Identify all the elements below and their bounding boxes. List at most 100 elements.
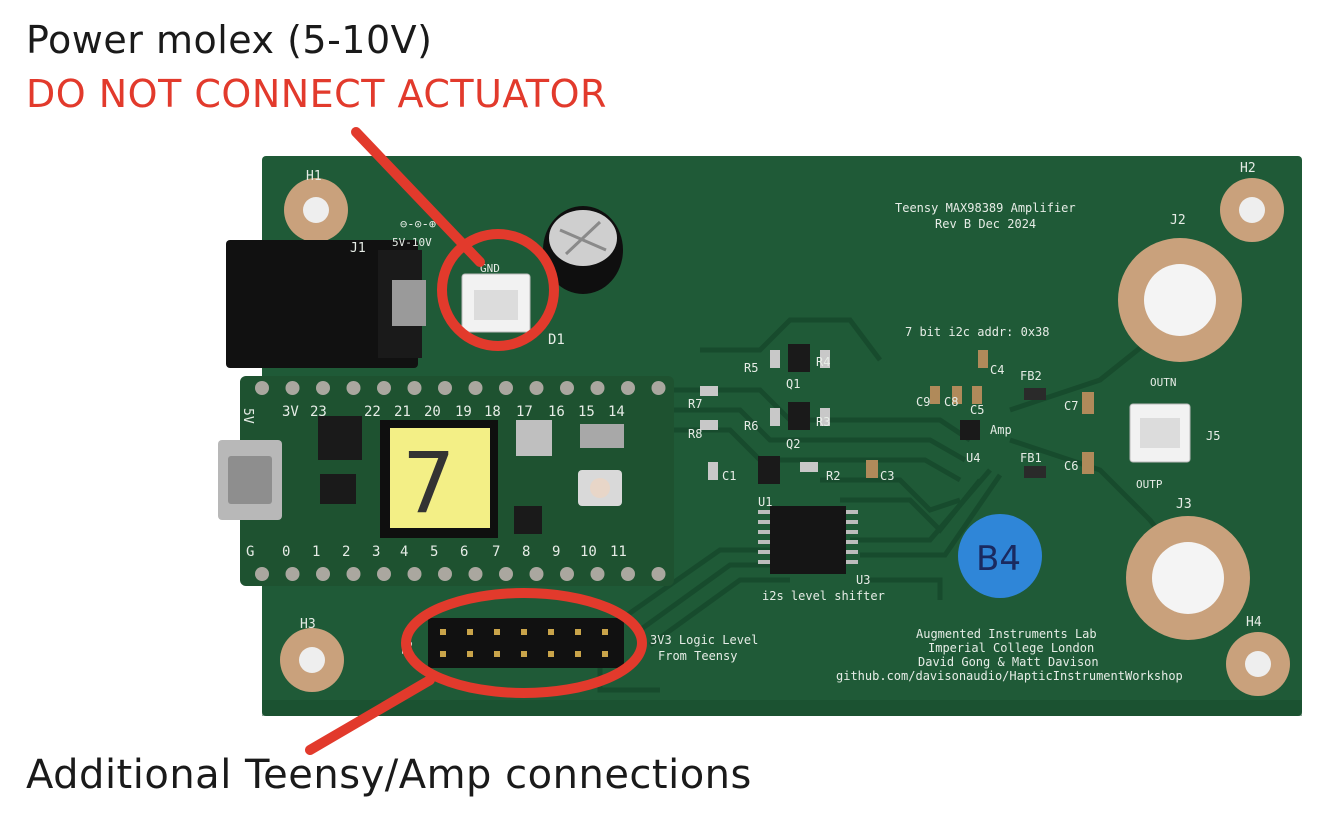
- svg-text:3V: 3V: [282, 404, 299, 420]
- header-pin: [548, 629, 554, 635]
- mounting-holes: H1 H2 H3 H4: [280, 161, 1290, 696]
- teensy-pin: [316, 381, 330, 395]
- svg-text:11: 11: [610, 544, 627, 560]
- svg-text:U1: U1: [758, 495, 772, 509]
- svg-text:14: 14: [608, 404, 625, 420]
- svg-text:7: 7: [492, 544, 500, 560]
- svg-text:1: 1: [312, 544, 320, 560]
- blue-sticker: B4: [958, 514, 1042, 598]
- svg-text:FB1: FB1: [1020, 451, 1042, 465]
- hole-h1: H1: [284, 169, 348, 242]
- svg-text:2: 2: [342, 544, 350, 560]
- svg-text:15: 15: [578, 404, 595, 420]
- teensy-pin: [651, 567, 666, 581]
- svg-text:J1: J1: [350, 241, 366, 256]
- header-pin: [548, 651, 554, 657]
- teensy-pin: [621, 567, 635, 581]
- teensy-pin: [560, 381, 574, 395]
- svg-text:J5: J5: [1206, 429, 1220, 443]
- svg-text:J2: J2: [1170, 213, 1186, 228]
- connections-caption: Additional Teensy/Amp connections: [26, 752, 752, 798]
- svg-text:C3: C3: [880, 469, 894, 483]
- svg-text:4: 4: [400, 544, 408, 560]
- svg-text:H3: H3: [300, 617, 316, 632]
- teensy-pin: [255, 381, 269, 395]
- svg-text:22: 22: [364, 404, 381, 420]
- svg-text:U3: U3: [856, 573, 870, 587]
- teensy-pin: [285, 567, 300, 581]
- svg-text:5: 5: [430, 544, 438, 560]
- svg-text:G: G: [246, 544, 254, 560]
- svg-text:21: 21: [394, 404, 411, 420]
- power-pointer-line: [351, 127, 485, 267]
- svg-text:C1: C1: [722, 469, 736, 483]
- svg-text:C7: C7: [1064, 399, 1078, 413]
- svg-text:H4: H4: [1246, 615, 1262, 630]
- logic-level-label: 3V3 Logic Level From Teensy: [650, 633, 758, 663]
- component-refs: R5 R4 Q1 R7 R8 R6 R3 Q2 C1 R2 C3 U1 U3 U…: [688, 355, 1078, 587]
- i2c-address-label: 7 bit i2c addr: 0x38: [905, 325, 1050, 339]
- speaker-pad-j3: J3: [1126, 497, 1250, 640]
- svg-text:Q2: Q2: [786, 437, 800, 451]
- teensy-5v-label: 5V: [240, 408, 255, 424]
- header-pin: [575, 651, 581, 657]
- svg-text:Imperial College London: Imperial College London: [928, 641, 1094, 655]
- board-revision: Rev B Dec 2024: [935, 217, 1036, 231]
- warning-caption: DO NOT CONNECT ACTUATOR: [26, 72, 607, 116]
- teensy-pin: [529, 567, 544, 581]
- header-pin: [467, 629, 473, 635]
- header-pin: [494, 629, 500, 635]
- teensy-pin: [346, 567, 361, 581]
- svg-text:R2: R2: [826, 469, 840, 483]
- teensy-pin: [529, 381, 544, 395]
- header-pin: [467, 651, 473, 657]
- sticky-note-number: 7: [402, 434, 455, 532]
- svg-text:Q1: Q1: [786, 377, 800, 391]
- speaker-pad-j2: J2: [1118, 213, 1242, 362]
- hole-h4: H4: [1226, 615, 1290, 696]
- svg-text:10: 10: [580, 544, 597, 560]
- svg-text:6: 6: [460, 544, 468, 560]
- svg-text:R3: R3: [816, 415, 830, 429]
- header-pin: [521, 629, 527, 635]
- svg-text:U4: U4: [966, 451, 980, 465]
- barrel-jack: J1: [226, 240, 426, 368]
- header-pin: [494, 651, 500, 657]
- power-molex-highlight: [437, 229, 559, 351]
- svg-text:8: 8: [522, 544, 530, 560]
- level-shifter-ic: [758, 506, 858, 574]
- teensy-top-pins: 3V 23 22 21 20 19 18 17 16 15 14: [282, 404, 625, 420]
- teensy-pin-rows: [255, 381, 666, 581]
- hole-h3: H3: [280, 617, 344, 692]
- output-molex-connector: J5: [1129, 403, 1220, 463]
- header-highlight: [401, 588, 647, 698]
- level-shifter-label: i2s level shifter: [762, 589, 885, 603]
- svg-text:GND: GND: [480, 262, 500, 275]
- diode-ref: D1: [548, 332, 565, 348]
- svg-text:17: 17: [516, 404, 533, 420]
- header-pin: [440, 651, 446, 657]
- svg-text:3V3 Logic Level: 3V3 Logic Level: [650, 633, 758, 647]
- teensy-board: 7 5V: [218, 376, 674, 586]
- svg-text:C6: C6: [1064, 459, 1078, 473]
- header-pin: [521, 651, 527, 657]
- svg-text:0: 0: [282, 544, 290, 560]
- pin-header-j6: J6: [401, 618, 624, 668]
- svg-text:github.com/davisonaudio/Haptic: github.com/davisonaudio/HapticInstrument…: [836, 669, 1183, 683]
- svg-text:23: 23: [310, 404, 327, 420]
- svg-text:18: 18: [484, 404, 501, 420]
- teensy-pin: [377, 381, 391, 395]
- teensy-pin: [407, 381, 422, 395]
- teensy-pin: [407, 567, 422, 581]
- header-pin: [440, 629, 446, 635]
- header-pin: [575, 629, 581, 635]
- svg-text:19: 19: [455, 404, 472, 420]
- polarity-symbol: ⊖-⊙-⊕: [400, 217, 436, 231]
- svg-text:H1: H1: [306, 169, 322, 184]
- teensy-pin: [377, 567, 391, 581]
- svg-text:From Teensy: From Teensy: [658, 649, 737, 663]
- svg-text:R5: R5: [744, 361, 758, 375]
- teensy-pin: [590, 381, 605, 395]
- svg-text:FB2: FB2: [1020, 369, 1042, 383]
- svg-text:B4: B4: [976, 539, 1021, 579]
